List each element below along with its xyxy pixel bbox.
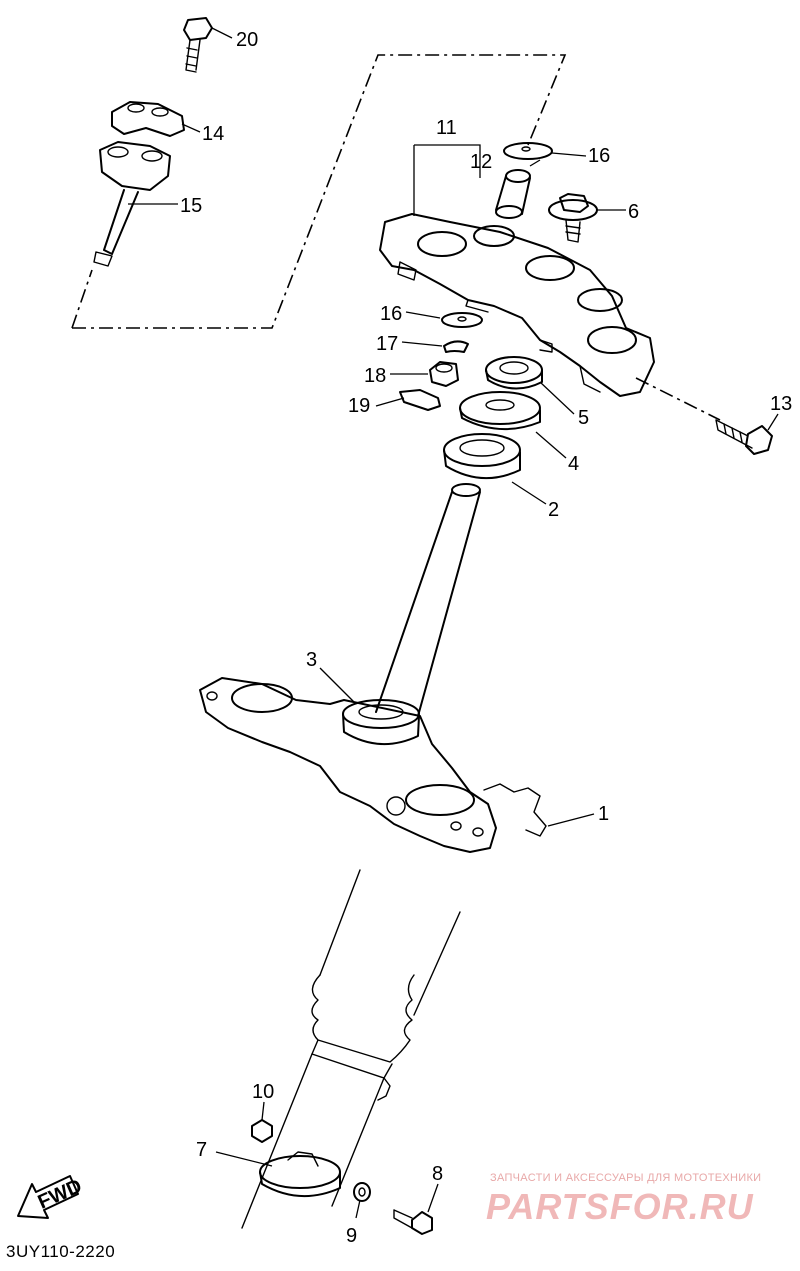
callout-4: 4	[568, 453, 579, 475]
fwd-arrow-icon: FWD	[17, 1175, 85, 1219]
callout-3: 3	[306, 649, 317, 671]
callout-6: 6	[628, 201, 639, 223]
part-8-bolt	[393, 1209, 433, 1235]
callout-14: 14	[202, 123, 224, 145]
callout-20: 20	[236, 29, 258, 51]
detail-enclosure-outline	[71, 54, 567, 329]
part-10-nut	[251, 1119, 273, 1143]
watermark-logo: PARTSFOR.RU	[486, 1186, 754, 1227]
callout-12: 12	[470, 151, 492, 173]
part-15-handlebar-lower-holder	[93, 141, 171, 267]
callout-1: 1	[598, 803, 609, 825]
callout-leaders	[128, 27, 779, 1219]
callout-16-lower: 16	[380, 303, 402, 325]
callout-15: 15	[180, 195, 202, 217]
callout-11: 11	[436, 117, 457, 139]
part-17-circlip	[443, 340, 469, 353]
part-7-clamp	[259, 1151, 341, 1198]
part-steering-stem-shaft	[375, 483, 481, 717]
part-12-collar	[495, 169, 531, 219]
callout-8: 8	[432, 1163, 443, 1185]
callout-labels: 20 14 15 11 12 16 6 16 17 18 19 5 4 2 13…	[180, 29, 792, 1247]
callout-9: 9	[346, 1225, 357, 1247]
diagram-code: 3UY110-2220	[6, 1242, 116, 1261]
part-14-handlebar-upper-holder	[111, 101, 185, 137]
part-16-washer-upper	[503, 142, 553, 160]
watermark-caption: ЗАПЧАСТИ И АКСЕССУАРЫ ДЛЯ МОТОТЕХНИКИ	[490, 1172, 762, 1184]
callout-16-upper: 16	[588, 145, 610, 167]
callout-13: 13	[770, 393, 792, 415]
part-13-pinch-bolt	[715, 419, 773, 455]
part-20-bolt	[183, 17, 213, 73]
part-16-washer-lower	[441, 312, 483, 328]
part-2-bearing	[443, 433, 521, 480]
part-18-nut	[429, 361, 459, 387]
callout-19: 19	[348, 395, 370, 417]
part-9-washer	[353, 1182, 371, 1202]
callout-2: 2	[548, 499, 559, 521]
callout-5: 5	[578, 407, 589, 429]
part-4-washer	[459, 391, 541, 431]
part-1-lower-bracket	[199, 677, 547, 853]
callout-7: 7	[196, 1139, 207, 1161]
callout-17: 17	[376, 333, 398, 355]
part-5-ring-nut	[485, 356, 543, 390]
part-3-stem-bearing	[342, 699, 420, 746]
part-6-crown-bolt	[548, 193, 598, 243]
part-front-fork-reference	[241, 869, 461, 1229]
callout-10: 10	[252, 1081, 274, 1103]
callout-18: 18	[364, 365, 386, 387]
part-19-lock-washer	[399, 389, 441, 411]
part-11-upper-bracket	[379, 213, 655, 397]
